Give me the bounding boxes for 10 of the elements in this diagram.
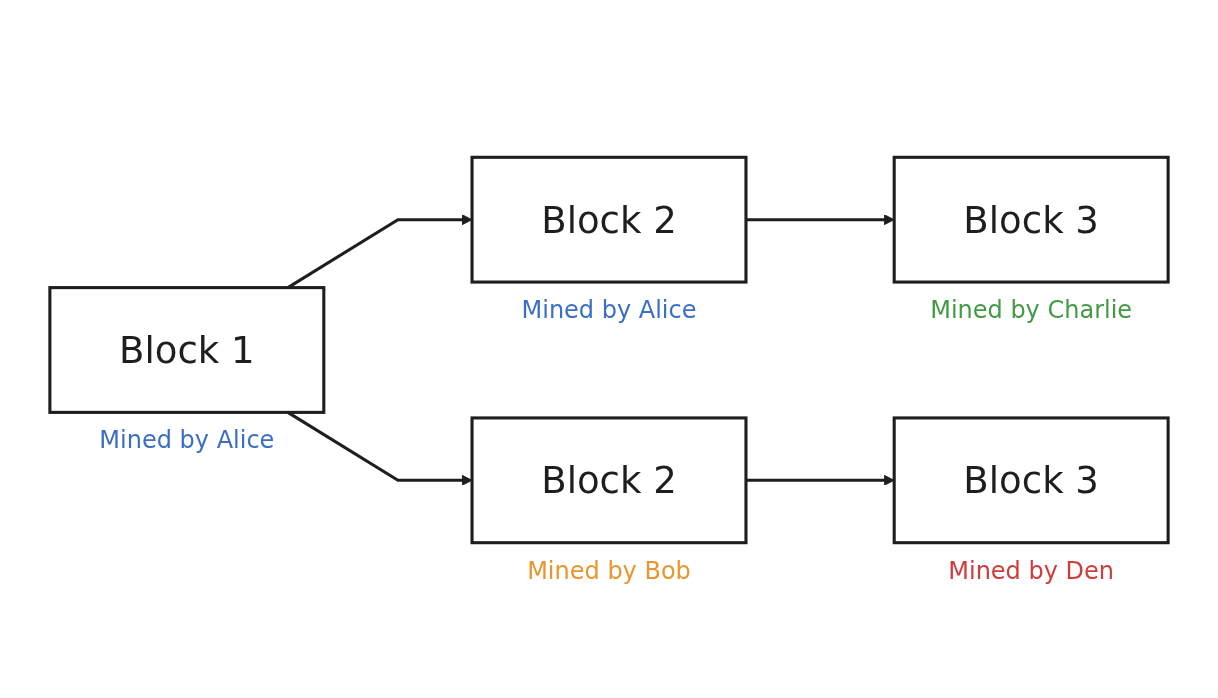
node-box: Block 3 (892, 416, 1170, 545)
node-caption: Mined by Alice (99, 426, 275, 455)
node-box: Block 1 (48, 286, 326, 414)
node-caption: Mined by Alice (521, 296, 697, 325)
node-box: Block 2 (470, 155, 748, 284)
node-caption: Mined by Charlie (930, 296, 1133, 325)
node-caption: Mined by Bob (527, 556, 691, 585)
node-box: Block 3 (892, 155, 1170, 284)
node-box: Block 2 (470, 416, 748, 545)
node-caption: Mined by Den (948, 556, 1114, 585)
